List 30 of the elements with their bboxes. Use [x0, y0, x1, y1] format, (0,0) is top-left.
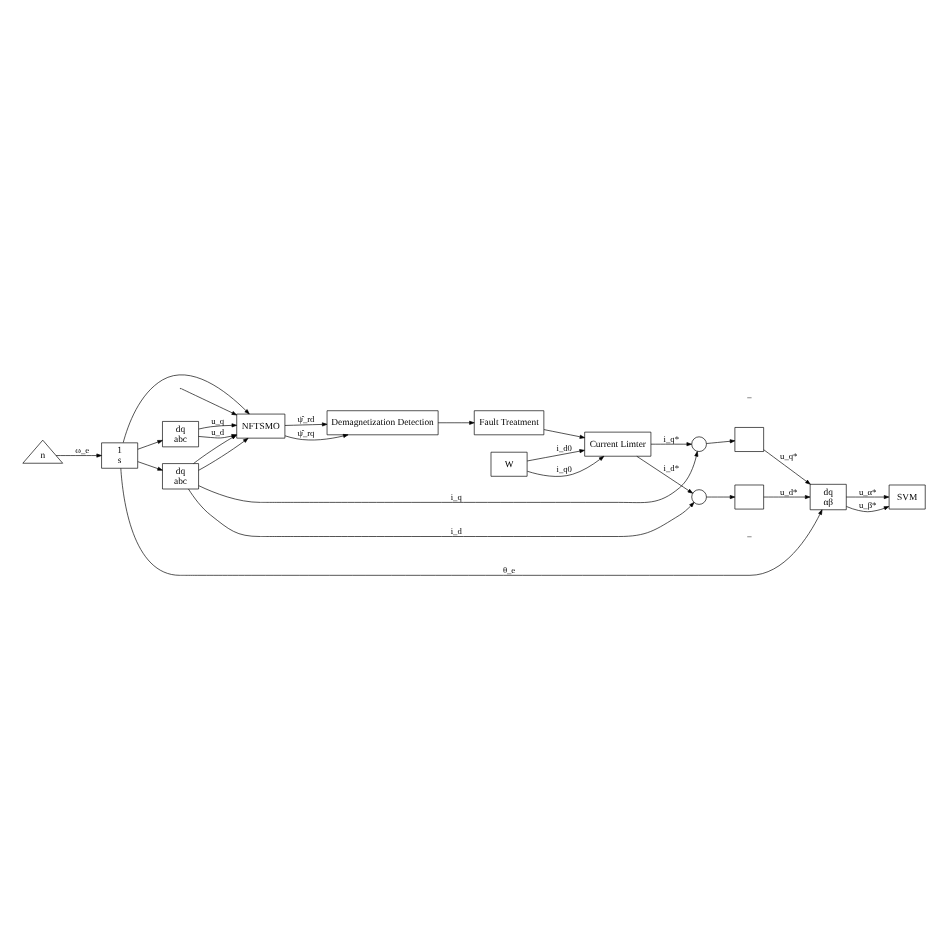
- arrow: [188, 487, 695, 536]
- arrow: [284, 433, 349, 440]
- arrow: [763, 494, 811, 498]
- arrow: [137, 439, 163, 449]
- arrow: [706, 438, 736, 443]
- arrow: [543, 428, 585, 438]
- arrow: [636, 454, 693, 493]
- arrow: [527, 454, 605, 476]
- arrow: [122, 373, 250, 442]
- arrow: [193, 433, 237, 463]
- node-circle: [691, 488, 707, 504]
- arrow: [284, 421, 328, 426]
- arrow: [180, 387, 237, 415]
- arrow: [846, 505, 890, 512]
- arrow: [763, 448, 811, 484]
- arrow: [198, 450, 699, 502]
- arrow: [526, 448, 585, 461]
- arrow: [120, 467, 823, 575]
- node-box: [734, 426, 764, 451]
- arrow: [706, 494, 736, 498]
- node-circle: [691, 435, 707, 451]
- node-box: [734, 483, 764, 509]
- arrow: [198, 436, 249, 470]
- arrow: [198, 433, 237, 438]
- arrow: [137, 460, 163, 470]
- arrow: [650, 441, 692, 446]
- arrow: [846, 494, 890, 498]
- arrow: [198, 422, 237, 429]
- arrow: [55, 452, 102, 457]
- arrow: [437, 419, 475, 424]
